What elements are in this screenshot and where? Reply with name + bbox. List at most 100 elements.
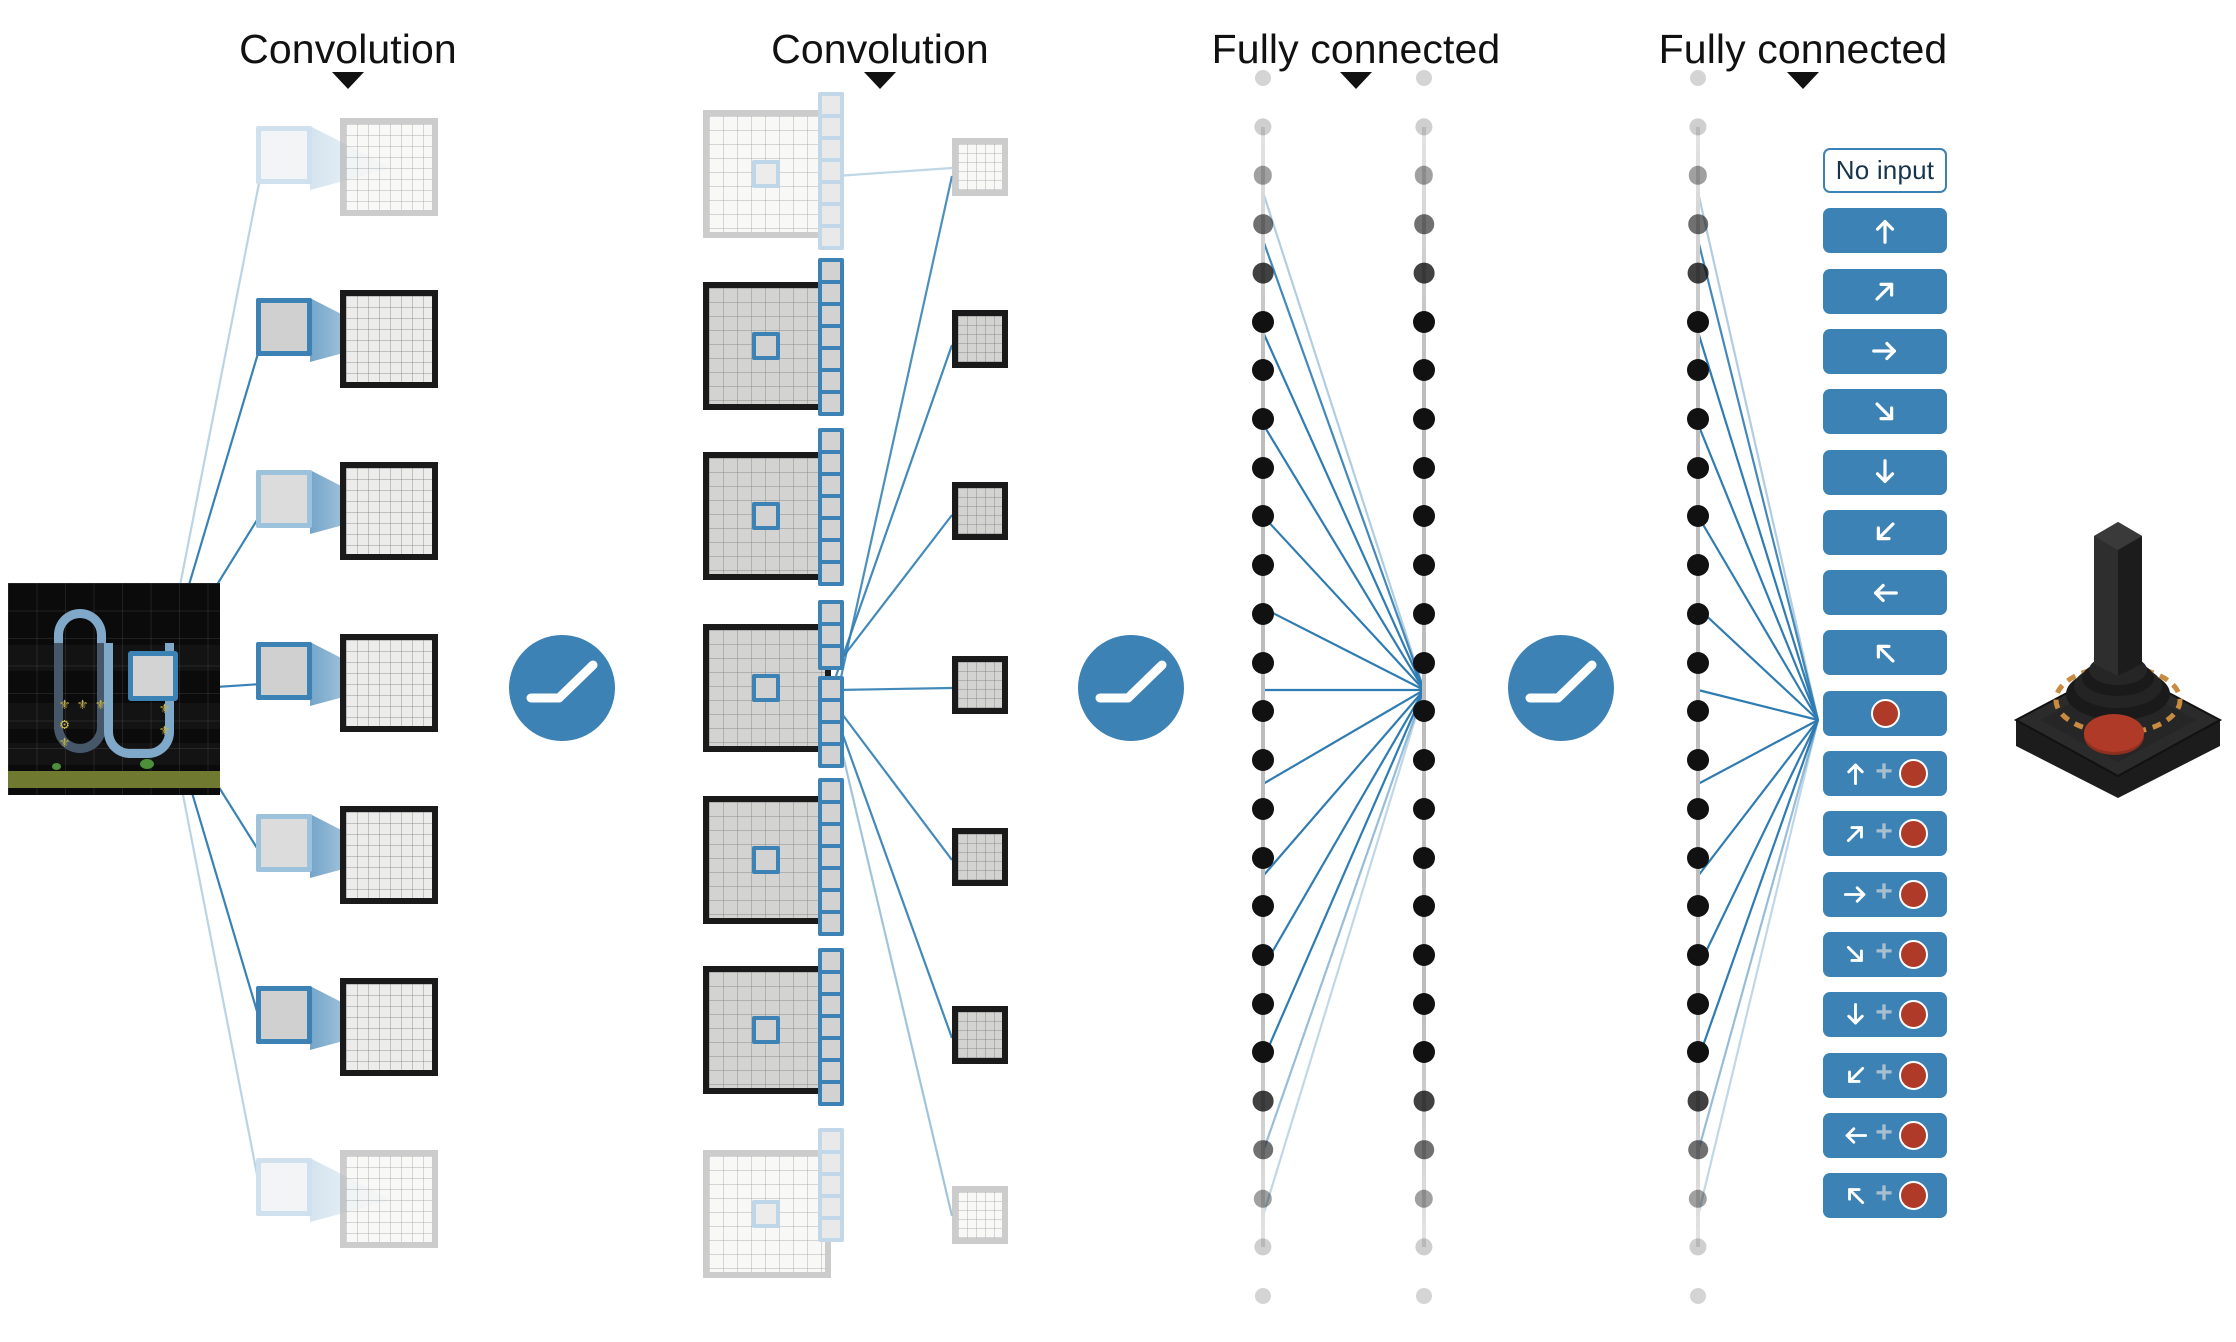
conv2-cell-mark[interactable]: [752, 160, 780, 188]
fc-node[interactable]: [1687, 992, 1709, 1015]
fc-node[interactable]: [1687, 505, 1709, 528]
fc-node[interactable]: [1252, 895, 1274, 918]
fc-node[interactable]: [1687, 1041, 1709, 1064]
fc-node[interactable]: [1687, 408, 1709, 431]
fc-node[interactable]: [1415, 118, 1433, 136]
fc-node[interactable]: [1415, 1238, 1433, 1256]
fc-node[interactable]: [1689, 1238, 1707, 1256]
fc-node[interactable]: [1252, 602, 1274, 625]
conv2-mini-output[interactable]: [818, 180, 844, 206]
fc-node[interactable]: [1413, 359, 1435, 382]
fc-node[interactable]: [1687, 651, 1709, 674]
conv1-feature-map[interactable]: [340, 118, 438, 216]
action-button-up-right-fire[interactable]: +: [1823, 811, 1947, 857]
fc-node[interactable]: [1687, 749, 1709, 772]
fc-node[interactable]: [1690, 70, 1706, 86]
fc-node[interactable]: [1688, 1140, 1708, 1160]
action-button-no-input[interactable]: No input: [1823, 148, 1947, 193]
conv2-output-map[interactable]: [952, 828, 1008, 886]
fc-node[interactable]: [1252, 554, 1274, 577]
conv2-mini-output[interactable]: [818, 644, 844, 670]
fc-node[interactable]: [1413, 456, 1435, 479]
conv1-patch[interactable]: [256, 986, 312, 1044]
action-button-up-right[interactable]: [1823, 268, 1947, 314]
action-button-fire[interactable]: [1823, 690, 1947, 736]
conv2-cell-mark[interactable]: [752, 846, 780, 874]
fc-node[interactable]: [1254, 1238, 1272, 1256]
action-button-up[interactable]: [1823, 208, 1947, 254]
fc-node[interactable]: [1687, 943, 1709, 966]
action-button-left[interactable]: [1823, 570, 1947, 616]
fc-node[interactable]: [1254, 118, 1272, 136]
fc-node[interactable]: [1255, 70, 1271, 86]
fc-node[interactable]: [1687, 456, 1709, 479]
fc-node[interactable]: [1687, 310, 1709, 333]
fc-node[interactable]: [1252, 1090, 1274, 1112]
conv1-feature-map[interactable]: [340, 634, 438, 732]
conv2-mini-output[interactable]: [818, 450, 844, 476]
fc-node[interactable]: [1253, 1189, 1273, 1208]
fc-node[interactable]: [1252, 797, 1274, 820]
action-button-up-fire[interactable]: +: [1823, 751, 1947, 796]
fc-node[interactable]: [1416, 70, 1432, 86]
fc-node[interactable]: [1252, 456, 1274, 479]
conv1-patch[interactable]: [256, 1158, 312, 1216]
fc-node[interactable]: [1688, 1189, 1708, 1208]
action-button-down-right-fire[interactable]: +: [1823, 931, 1947, 977]
conv2-cell-mark[interactable]: [752, 674, 780, 702]
fc-node[interactable]: [1414, 1189, 1434, 1208]
conv2-mini-output[interactable]: [818, 560, 844, 586]
fc-node[interactable]: [1413, 1090, 1435, 1112]
fc-node[interactable]: [1253, 1140, 1273, 1160]
conv1-feature-map[interactable]: [340, 290, 438, 388]
fc-node[interactable]: [1687, 359, 1709, 382]
conv2-mini-output[interactable]: [818, 472, 844, 498]
conv1-patch[interactable]: [256, 470, 312, 528]
conv2-mini-output[interactable]: [818, 202, 844, 228]
conv2-cell-mark[interactable]: [752, 502, 780, 530]
fc-node[interactable]: [1413, 310, 1435, 333]
fc-node[interactable]: [1688, 166, 1708, 185]
conv1-patch[interactable]: [256, 814, 312, 872]
fc-node[interactable]: [1413, 992, 1435, 1015]
action-button-down-right[interactable]: [1823, 389, 1947, 435]
fc-node[interactable]: [1252, 700, 1274, 723]
fc-node[interactable]: [1413, 408, 1435, 431]
fc-node[interactable]: [1689, 118, 1707, 136]
fc-node[interactable]: [1687, 700, 1709, 723]
conv2-mini-output[interactable]: [818, 1216, 844, 1242]
action-button-down-left-fire[interactable]: +: [1823, 1052, 1947, 1098]
conv1-feature-map[interactable]: [340, 462, 438, 560]
conv1-patch[interactable]: [256, 298, 312, 356]
action-button-up-left[interactable]: [1823, 630, 1947, 676]
fc-node[interactable]: [1413, 554, 1435, 577]
fc-node[interactable]: [1252, 262, 1274, 284]
fc-node[interactable]: [1413, 1041, 1435, 1064]
fc-node[interactable]: [1413, 943, 1435, 966]
fc-node[interactable]: [1687, 262, 1709, 284]
conv2-cell-mark[interactable]: [752, 332, 780, 360]
fc-node[interactable]: [1253, 166, 1273, 185]
action-button-down[interactable]: [1823, 449, 1947, 495]
fc-node[interactable]: [1687, 602, 1709, 625]
conv2-mini-output[interactable]: [818, 390, 844, 416]
action-button-right[interactable]: [1823, 328, 1947, 374]
conv1-feature-map[interactable]: [340, 978, 438, 1076]
fc-node[interactable]: [1252, 651, 1274, 674]
fc-node[interactable]: [1687, 846, 1709, 869]
conv2-mini-output[interactable]: [818, 1194, 844, 1220]
conv2-output-map[interactable]: [952, 138, 1008, 196]
fc-node[interactable]: [1414, 1140, 1434, 1160]
action-button-left-fire[interactable]: +: [1823, 1112, 1947, 1158]
receptive-field-patch[interactable]: [128, 651, 178, 701]
conv2-output-map[interactable]: [952, 1006, 1008, 1064]
fc-node[interactable]: [1252, 310, 1274, 333]
fc-node[interactable]: [1413, 797, 1435, 820]
conv2-mini-output[interactable]: [818, 844, 844, 870]
fc-node[interactable]: [1252, 846, 1274, 869]
conv2-mini-output[interactable]: [818, 1172, 844, 1198]
conv2-mini-output[interactable]: [818, 742, 844, 768]
fc-node[interactable]: [1413, 602, 1435, 625]
action-button-up-left-fire[interactable]: +: [1823, 1173, 1947, 1219]
conv1-feature-map[interactable]: [340, 806, 438, 904]
